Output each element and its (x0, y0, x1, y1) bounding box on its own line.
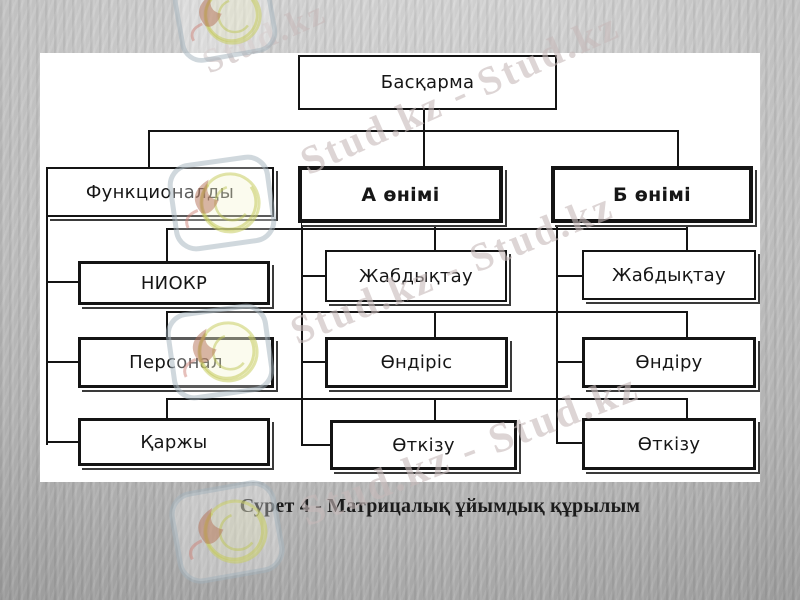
connector-line (434, 398, 436, 421)
connector-line (558, 442, 582, 444)
connector-line (677, 130, 679, 167)
node-personal: Персонал (78, 337, 274, 388)
node-zhabdyqtau-b: Жабдықтау (582, 250, 756, 300)
node-b-onimi: Б өнімі (551, 166, 753, 223)
connector-line (148, 130, 679, 132)
connector-line (166, 398, 688, 400)
connector-line (48, 441, 78, 443)
node-niokr: НИОКР (78, 261, 270, 305)
connector-line (303, 361, 325, 363)
connector-line (166, 311, 168, 338)
connector-line (48, 361, 78, 363)
connector-line (166, 228, 688, 230)
connector-line (686, 398, 688, 419)
connector-line (423, 130, 425, 167)
connector-line (166, 228, 168, 262)
node-basqarma: Басқарма (298, 55, 557, 110)
node-ondiris: Өндіріс (325, 337, 508, 388)
connector-line (303, 444, 330, 446)
connector-line (558, 275, 582, 277)
node-ondiru: Өндіру (582, 337, 756, 388)
node-qarzhy: Қаржы (78, 418, 270, 466)
connector-line (686, 311, 688, 338)
connector-line (434, 223, 436, 251)
connector-line (301, 223, 303, 446)
connector-line (556, 223, 558, 444)
node-otkizu-a: Өткізу (330, 420, 517, 470)
connector-line (686, 223, 688, 251)
node-otkizu-b: Өткізу (582, 418, 756, 470)
connector-line (423, 110, 425, 131)
connector-line (434, 311, 436, 338)
node-funkcionaldy: Функционалды (46, 167, 274, 217)
connector-line (48, 281, 78, 283)
connector-line (166, 398, 168, 419)
node-a-onimi: А өнімі (298, 166, 503, 223)
node-zhabdyqtau-a: Жабдықтау (325, 250, 507, 302)
figure-caption: Сурет 4 - Матрицалық ұйымдық құрылым (239, 495, 641, 517)
connector-line (148, 130, 150, 168)
connector-line (558, 361, 582, 363)
connector-line (166, 311, 688, 313)
connector-line (303, 275, 325, 277)
connector-line (46, 216, 48, 445)
